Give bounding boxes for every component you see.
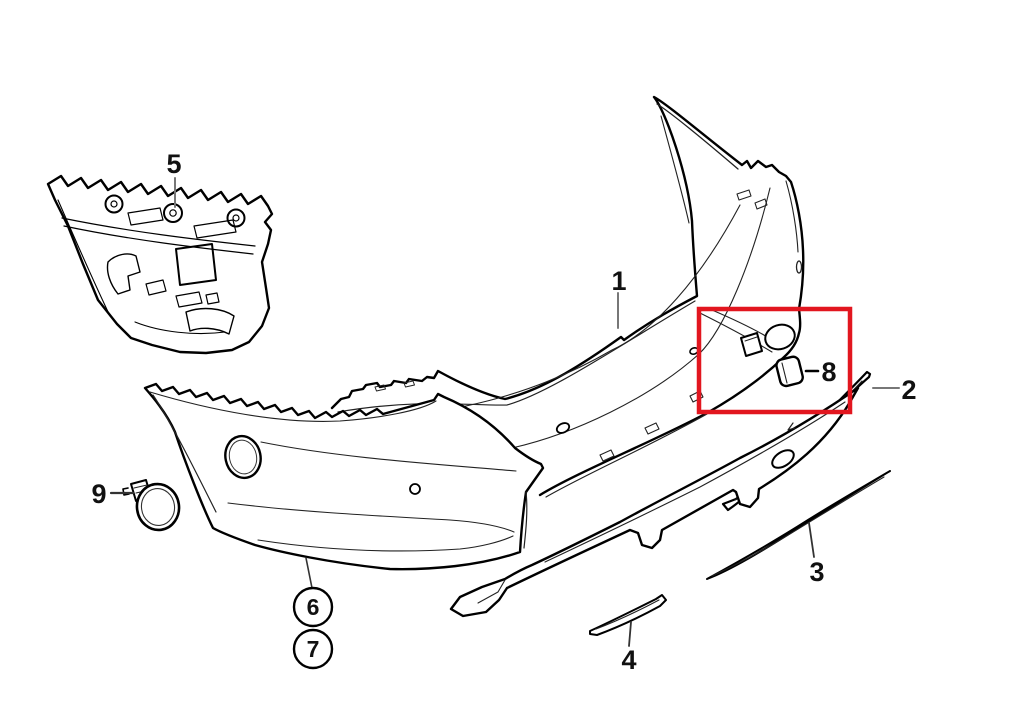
callout-9[interactable]: 9: [91, 479, 106, 509]
callout-1[interactable]: 1: [611, 266, 626, 296]
part-1-bumper-cover: [330, 95, 805, 498]
callout-6[interactable]: 6: [307, 594, 320, 620]
callout-4[interactable]: 4: [621, 645, 636, 675]
callout-circle-7[interactable]: [292, 628, 334, 670]
part-9-clamp: [122, 479, 181, 532]
callout-5[interactable]: 5: [166, 149, 181, 179]
callout-8[interactable]: 8: [821, 357, 836, 387]
callout-circle-6[interactable]: [292, 586, 334, 628]
callout-3[interactable]: 3: [809, 557, 824, 587]
part-4-trim-strip: [589, 594, 667, 636]
callout-7[interactable]: 7: [307, 636, 320, 662]
highlight-box: [696, 306, 853, 415]
part-5-mounting-bracket: [46, 174, 274, 355]
part-8-tow-hook-cover: [699, 309, 804, 388]
callout-2[interactable]: 2: [901, 375, 916, 405]
part-6-7-lower-bumper: [143, 382, 860, 618]
leader-lines: [109, 177, 900, 647]
part-3-trim-strip: [706, 470, 891, 580]
